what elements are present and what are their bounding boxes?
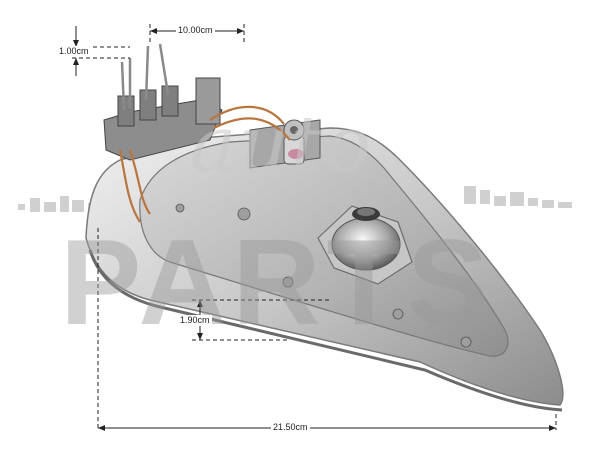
screws [175,203,472,348]
soleplate-edge [88,249,563,412]
dimension-total-length: 21.50cm [271,422,310,433]
watermark-script-text: auto [190,100,374,190]
steam-dome [317,205,413,285]
terminal-pins [120,43,170,111]
watermark-block-text: PARTS [60,214,495,350]
dimension-soleplate-height: 1.90cm [178,315,212,326]
copper-wires [118,105,291,223]
dimension-top-height: 1.00cm [57,46,91,57]
dimension-arrows [73,28,556,431]
thermostat-assembly [249,119,321,169]
dimension-top-width: 10.00cm [176,25,215,36]
watermark-icons-right [464,186,572,208]
terminal-block [103,77,223,161]
dimension-lines [72,24,557,430]
watermark-icons-left [18,196,94,212]
